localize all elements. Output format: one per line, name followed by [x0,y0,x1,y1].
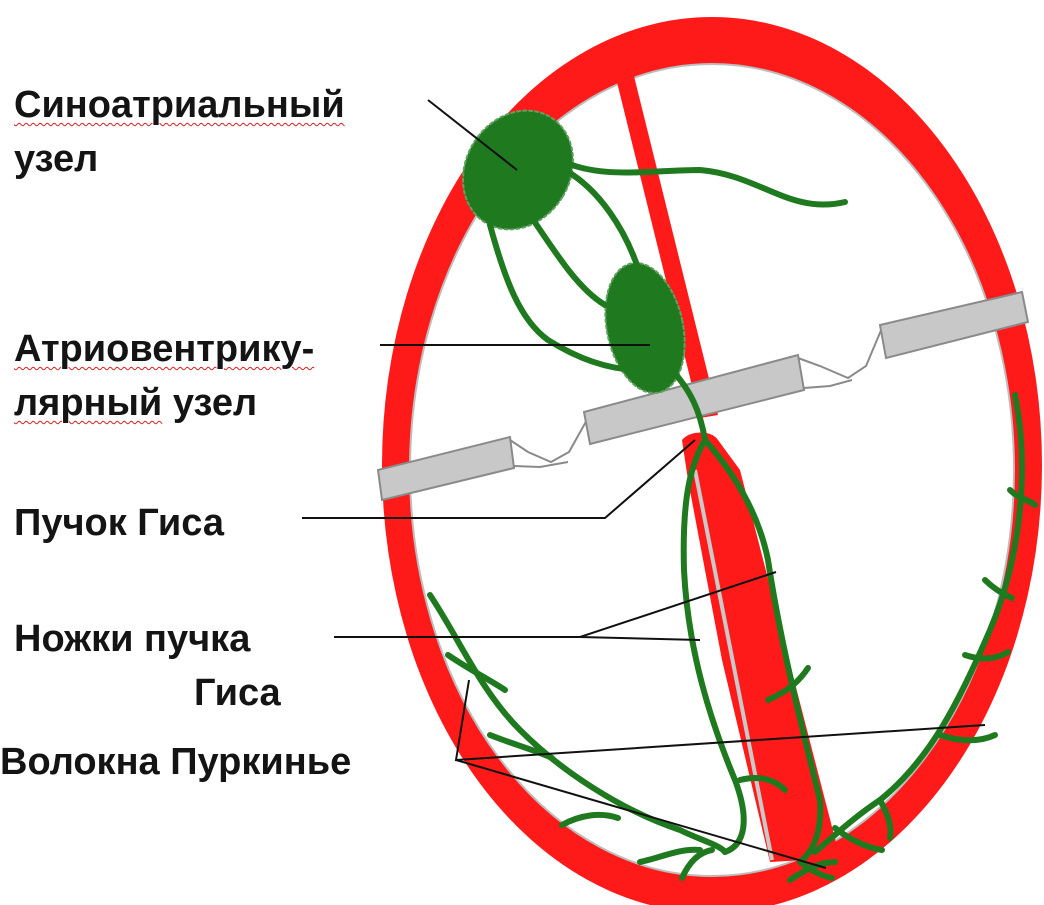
label-his-bundle: Пучок Гиса [14,496,224,550]
label-av-node-line2: лярный узел [14,376,314,430]
label-bundle-branches-line2: Гиса [14,666,281,720]
label-bundle-branches: Ножки пучка Гиса [14,612,281,720]
label-sa-node: Синоатриальный узел [14,78,345,186]
label-av-node-line1: Атриовентрику- [14,322,314,376]
label-sa-node-line2: узел [14,132,345,186]
label-sa-node-line1: Синоатриальный [14,78,345,132]
label-av-node-line2-word: лярный [14,382,162,424]
label-bundle-branches-line1: Ножки пучка [14,612,281,666]
label-purkinje: Волокна Пуркинье [0,735,351,789]
label-av-node: Атриовентрику- лярный узел [14,322,314,430]
label-av-node-line2-rest: узел [162,382,257,424]
